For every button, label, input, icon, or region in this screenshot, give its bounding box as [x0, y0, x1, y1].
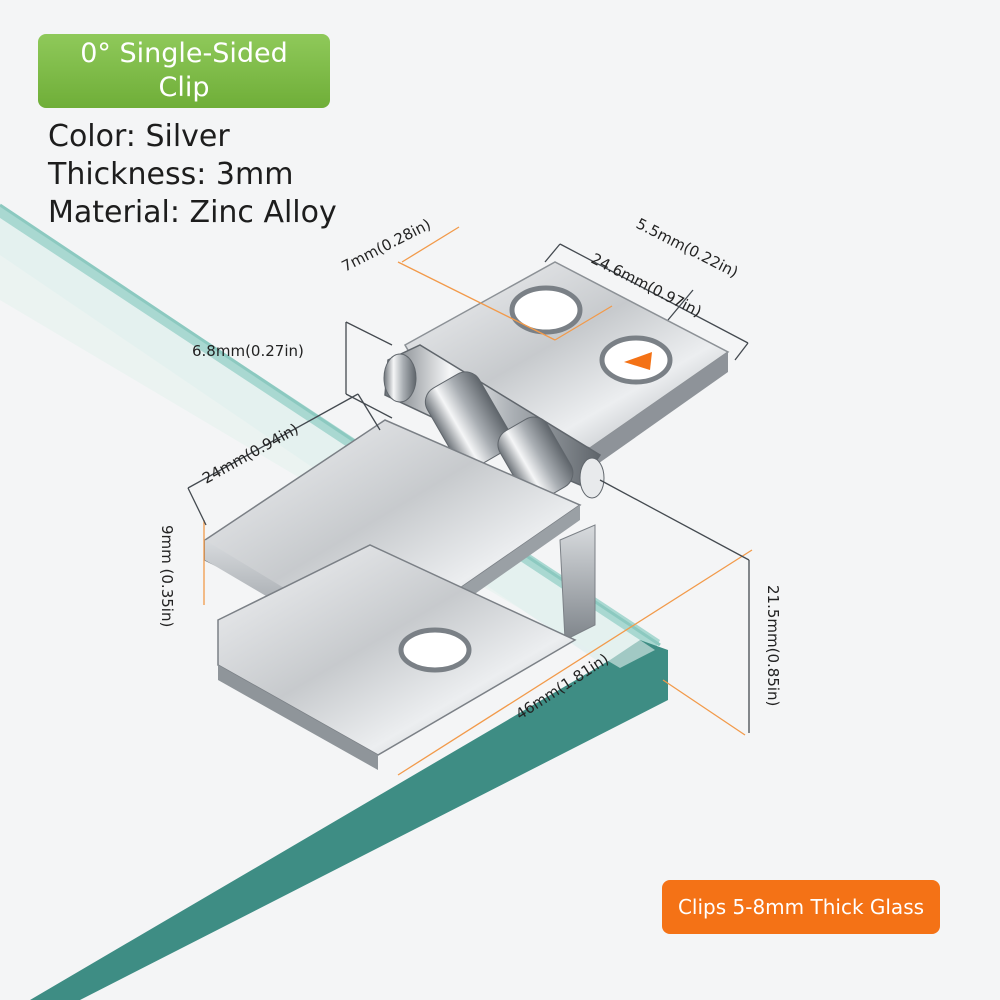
clamp-hole	[398, 627, 472, 673]
glass-thickness-badge: Clips 5-8mm Thick Glass	[662, 880, 940, 934]
flap-hole-1	[509, 285, 583, 335]
dim-total-height: 21.5mm(0.85in)	[764, 585, 782, 706]
title-line-2: Clip	[158, 72, 210, 103]
glass-clamp	[204, 419, 596, 770]
spec-list: Color: Silver Thickness: 3mm Material: Z…	[48, 118, 337, 232]
hinge-barrel	[383, 344, 605, 501]
dimension-lines	[187, 226, 753, 776]
dim-flap-width: 5.5mm(0.22in)	[633, 215, 741, 282]
spec-material: Material: Zinc Alloy	[48, 195, 337, 230]
dim-hole-spacing: 7mm(0.28in)	[339, 215, 434, 275]
dim-clamp-gap: 9mm (0.35in)	[158, 525, 176, 627]
dim-hinge-height: 6.8mm(0.27in)	[192, 342, 304, 360]
spec-thickness: Thickness: 3mm	[48, 157, 294, 192]
product-title-badge: 0° Single-Sided Clip	[38, 34, 330, 108]
spec-color: Color: Silver	[48, 119, 230, 154]
title-line-1: 0° Single-Sided	[80, 38, 288, 69]
